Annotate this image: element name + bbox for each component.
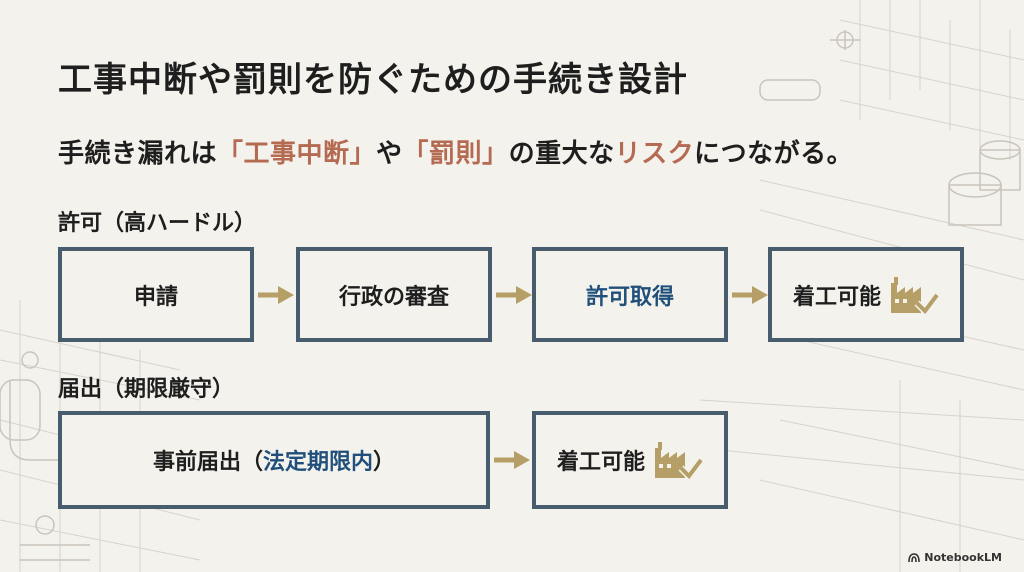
- step-label: 申請: [133, 284, 178, 310]
- notification-section-label: 届出（期限厳守）: [58, 377, 235, 402]
- factory-check-icon: [891, 276, 939, 315]
- notification-step-start: 着工可能: [532, 411, 728, 509]
- right-arrow-icon: [496, 286, 532, 304]
- subtitle-text: や: [376, 139, 403, 169]
- subtitle-text: につながる。: [694, 139, 854, 169]
- subtitle-accent-work-stop: 「工事中断」: [217, 139, 377, 169]
- step-label: 着工可能: [556, 450, 645, 475]
- right-arrow-icon: [494, 451, 530, 469]
- right-arrow-icon: [258, 286, 294, 304]
- permit-section-label: 許可（高ハードル）: [58, 211, 257, 236]
- step-label: 着工可能: [792, 284, 881, 310]
- subtitle-text: の重大な: [508, 139, 615, 169]
- subtitle: 手続き漏れは「工事中断」や「罰則」の重大なリスクにつながる。: [58, 133, 853, 170]
- permit-step-start: 着工可能: [768, 247, 964, 342]
- step-label: 行政の審査: [338, 284, 449, 310]
- step-label: 事前届出（: [152, 450, 263, 475]
- right-arrow-icon: [732, 286, 768, 304]
- subtitle-text: 手続き漏れは: [58, 139, 218, 169]
- subtitle-accent-penalty: 「罰則」: [402, 139, 509, 169]
- subtitle-accent-risk: リスク: [614, 139, 695, 169]
- permit-step-obtain: 許可取得: [532, 247, 728, 342]
- branding-text: NotebookLM: [924, 551, 1002, 564]
- notebooklm-logo-icon: [908, 552, 921, 562]
- step-label: 許可取得: [585, 284, 674, 310]
- factory-check-icon: [655, 442, 703, 480]
- step-label-highlight: 法定期限内: [262, 450, 373, 475]
- notebooklm-branding: NotebookLM: [908, 551, 1002, 564]
- permit-step-application: 申請: [58, 247, 254, 342]
- step-label: ）: [373, 450, 396, 475]
- permit-step-review: 行政の審査: [296, 247, 492, 342]
- notification-step-advance-notice: 事前届出（法定期限内）: [58, 411, 490, 509]
- page-title: 工事中断や罰則を防ぐための手続き設計: [58, 60, 688, 100]
